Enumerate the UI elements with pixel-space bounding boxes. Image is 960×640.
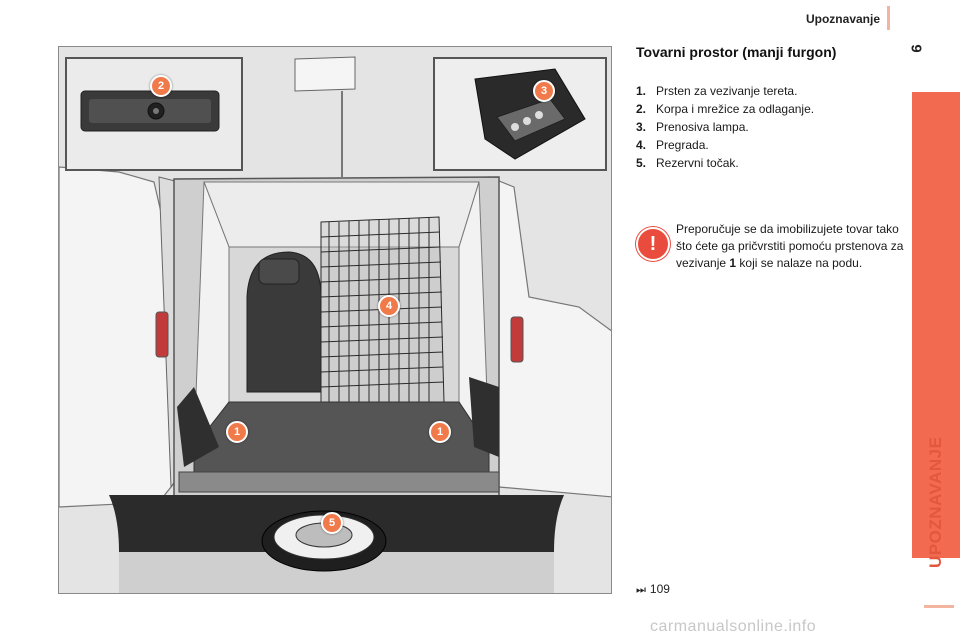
- legend-text: Rezervni točak.: [656, 156, 739, 170]
- warning-ref: 1: [729, 256, 737, 270]
- legend-text: Prenosiva lampa.: [656, 120, 749, 134]
- exclamation-icon: !: [636, 227, 670, 261]
- legend-item: 3. Prenosiva lampa.: [636, 118, 906, 136]
- legend-number: 1.: [636, 84, 647, 98]
- legend-item: 5. Rezervni točak.: [636, 154, 906, 172]
- page-reference[interactable]: ⏭109: [636, 582, 670, 597]
- legend-number: 5.: [636, 156, 647, 170]
- legend-item: 1. Prsten za vezivanje tereta.: [636, 82, 906, 100]
- marker-3: 3: [533, 80, 555, 102]
- chapter-label-wrap: UPOZNAVANJE: [926, 437, 946, 588]
- legend-list: 1. Prsten za vezivanje tereta. 2. Korpa …: [636, 82, 906, 172]
- legend-item: 2. Korpa i mrežice za odlaganje.: [636, 100, 906, 118]
- warning-text-before: Preporučuje se da imobilizujete tovar ta…: [676, 222, 904, 270]
- warning-note: ! Preporučuje se da imobilizujete tovar …: [636, 221, 906, 301]
- page-reference-number: 109: [649, 582, 670, 596]
- legend-text: Pregrada.: [656, 138, 709, 152]
- marker-2: 2: [150, 75, 172, 97]
- marker-5: 5: [321, 512, 343, 534]
- cargo-area-illustration: 2 3 4 1 1 5: [58, 46, 612, 594]
- chapter-divider: [924, 605, 954, 608]
- section-title: Tovarni prostor (manji furgon): [636, 44, 837, 60]
- double-arrow-icon: ⏭: [636, 584, 646, 596]
- chapter-tab: [912, 92, 960, 558]
- header-title: Upoznavanje: [805, 12, 880, 26]
- legend-number: 3.: [636, 120, 647, 134]
- header-divider: [887, 6, 890, 30]
- legend-number: 4.: [636, 138, 647, 152]
- warning-text-after: koji se nalaze na podu.: [736, 256, 863, 270]
- inset-storage-tray: [65, 57, 243, 171]
- warning-text: Preporučuje se da imobilizujete tovar ta…: [676, 221, 911, 272]
- marker-1-right: 1: [429, 421, 451, 443]
- watermark: carmanualsonline.info: [650, 618, 817, 635]
- portable-lamp-drawing: [435, 59, 605, 169]
- marker-1-left: 1: [226, 421, 248, 443]
- inset-portable-lamp: [433, 57, 607, 171]
- marker-4: 4: [378, 295, 400, 317]
- legend-number: 2.: [636, 102, 647, 116]
- page-number: 9: [907, 44, 925, 53]
- legend-text: Korpa i mrežice za odlaganje.: [656, 102, 815, 116]
- legend-item: 4. Pregrada.: [636, 136, 906, 154]
- storage-tray-drawing: [67, 59, 241, 169]
- chapter-label: UPOZNAVANJE: [926, 436, 945, 568]
- legend-text: Prsten za vezivanje tereta.: [656, 84, 798, 98]
